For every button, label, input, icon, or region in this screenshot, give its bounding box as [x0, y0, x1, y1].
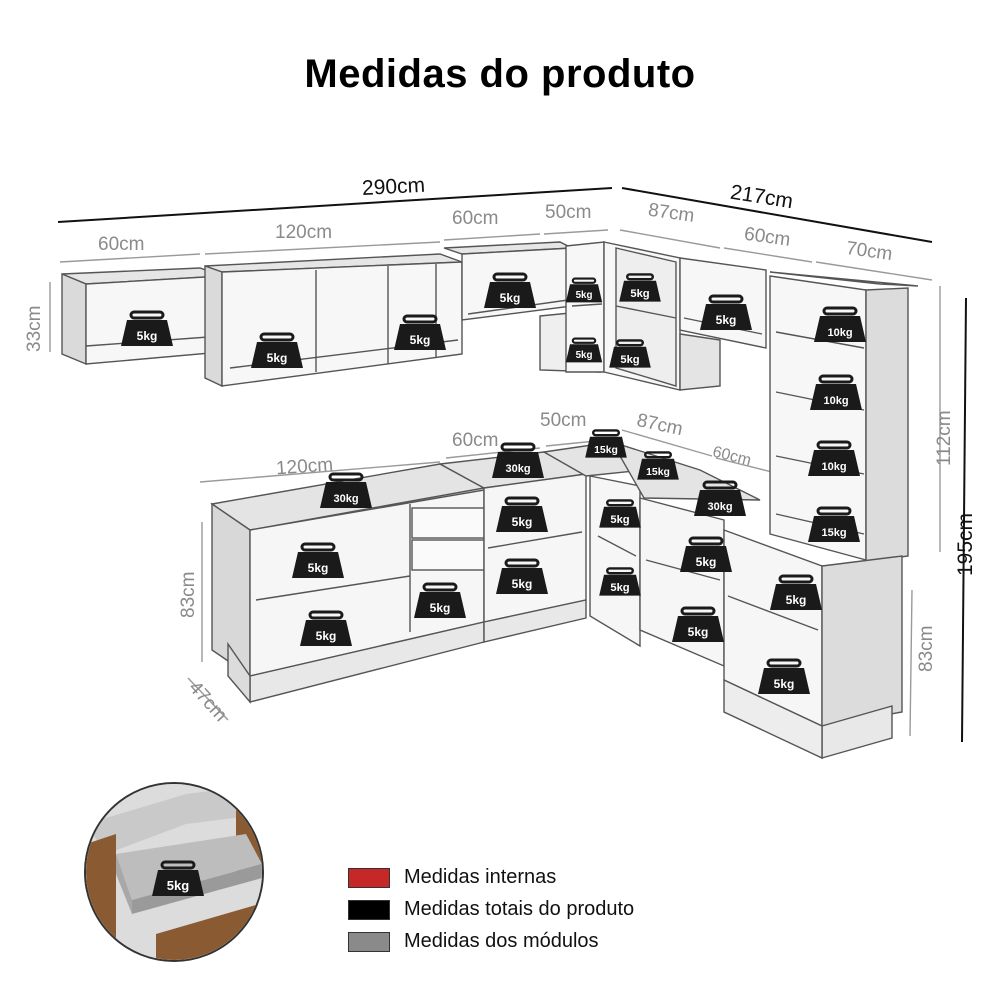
svg-text:15kg: 15kg	[646, 467, 670, 478]
weight-badge: 5kg	[482, 272, 538, 310]
legend-swatch-grey	[348, 932, 390, 952]
svg-text:5kg: 5kg	[576, 350, 593, 361]
weight-badge: 5kg	[598, 567, 642, 597]
weight-badge: 10kg	[808, 374, 864, 412]
module-dimension-lines	[49, 229, 941, 737]
svg-text:15kg: 15kg	[821, 527, 846, 539]
upper-w87-label: 87cm	[647, 200, 696, 227]
svg-text:30kg: 30kg	[707, 501, 732, 513]
upper-w60c-label: 60cm	[743, 224, 792, 251]
lower-h83-label: 83cm	[178, 572, 199, 618]
legend-swatch-red	[348, 868, 390, 888]
weight-badge: 10kg	[806, 440, 862, 478]
drawer-detail-inset: 5kg	[84, 782, 264, 962]
svg-text:30kg: 30kg	[333, 493, 358, 505]
weight-badge: 5kg	[494, 558, 550, 596]
svg-text:5kg: 5kg	[786, 593, 807, 607]
tower-h112-label: 112cm	[934, 410, 955, 466]
weight-badge: 15kg	[806, 506, 862, 544]
upper-w50-label: 50cm	[545, 202, 591, 223]
upper-w70-label: 70cm	[845, 238, 894, 265]
lower-w50-label: 50cm	[540, 410, 586, 431]
lower-d47-label: 47cm	[184, 677, 231, 726]
weight-badge: 5kg	[564, 277, 604, 304]
svg-text:5kg: 5kg	[774, 677, 795, 691]
svg-text:5kg: 5kg	[410, 333, 431, 347]
weight-badge: 5kg	[756, 658, 812, 696]
svg-text:5kg: 5kg	[610, 582, 629, 594]
lower-w120-label: 120cm	[275, 454, 333, 479]
svg-text:30kg: 30kg	[505, 463, 530, 475]
upper-h33-label: 33cm	[24, 306, 45, 352]
legend-label: Medidas totais do produto	[404, 898, 635, 920]
lower-w60-label: 60cm	[452, 430, 498, 451]
lower-h83b-label: 83cm	[916, 626, 937, 672]
svg-text:5kg: 5kg	[316, 629, 337, 643]
total-width-label: 290cm	[361, 174, 425, 200]
total-height-label: 195cm	[954, 513, 977, 576]
weight-badge: 5kg	[768, 574, 824, 612]
svg-text:5kg: 5kg	[688, 625, 709, 639]
weight-badge: 30kg	[490, 442, 546, 480]
weight-badge: 30kg	[318, 472, 374, 510]
drawer-weight-badge: 5kg	[150, 860, 206, 898]
svg-text:5kg: 5kg	[696, 555, 717, 569]
svg-text:5kg: 5kg	[430, 601, 451, 615]
svg-text:5kg: 5kg	[267, 351, 288, 365]
weight-badge: 5kg	[608, 339, 652, 369]
drawer-illustration: 5kg	[86, 784, 262, 960]
weight-badge: 5kg	[698, 294, 754, 332]
page-title: Medidas do produto	[304, 52, 696, 96]
svg-text:15kg: 15kg	[594, 445, 618, 456]
weight-badge: 5kg	[412, 582, 468, 620]
weight-badge: 10kg	[812, 306, 868, 344]
svg-text:10kg: 10kg	[827, 327, 852, 339]
total-dimension-lines	[57, 187, 967, 743]
weight-badge: 5kg	[119, 310, 175, 348]
weight-badge: 5kg	[494, 496, 550, 534]
svg-text:5kg: 5kg	[167, 878, 189, 893]
weight-badge: 5kg	[618, 273, 662, 303]
upper-w120-label: 120cm	[275, 222, 332, 243]
svg-text:5kg: 5kg	[308, 561, 329, 575]
weight-badge: 5kg	[290, 542, 346, 580]
svg-text:10kg: 10kg	[823, 395, 848, 407]
svg-text:5kg: 5kg	[630, 288, 649, 300]
weight-badge: 15kg	[584, 429, 628, 459]
weight-badge: 5kg	[598, 499, 642, 529]
svg-text:5kg: 5kg	[620, 354, 639, 366]
weight-badges: 5kg 5kg 5kg 5kg 5kg 5kg 5kg 5kg 5kg 10kg…	[119, 272, 868, 696]
weight-badge: 5kg	[249, 332, 305, 370]
weight-badge: 5kg	[678, 536, 734, 574]
weight-badge: 5kg	[564, 337, 604, 364]
legend-label: Medidas dos módulos	[404, 930, 599, 952]
legend-swatch-black	[348, 900, 390, 920]
svg-text:5kg: 5kg	[716, 313, 737, 327]
svg-text:5kg: 5kg	[500, 291, 521, 305]
svg-text:10kg: 10kg	[821, 461, 846, 473]
weight-badge: 15kg	[636, 451, 680, 481]
svg-text:5kg: 5kg	[576, 290, 593, 301]
weight-badge: 5kg	[392, 314, 448, 352]
lower-w60b-label: 60cm	[711, 443, 753, 469]
svg-text:5kg: 5kg	[512, 577, 533, 591]
upper-w60b-label: 60cm	[452, 208, 498, 229]
svg-text:5kg: 5kg	[610, 514, 629, 526]
weight-badge: 5kg	[298, 610, 354, 648]
upper-w60-label: 60cm	[98, 234, 144, 255]
svg-text:5kg: 5kg	[137, 329, 158, 343]
svg-text:5kg: 5kg	[512, 515, 533, 529]
weight-badge: 30kg	[692, 480, 748, 518]
weight-badge: 5kg	[670, 606, 726, 644]
legend-label: Medidas internas	[404, 866, 557, 888]
